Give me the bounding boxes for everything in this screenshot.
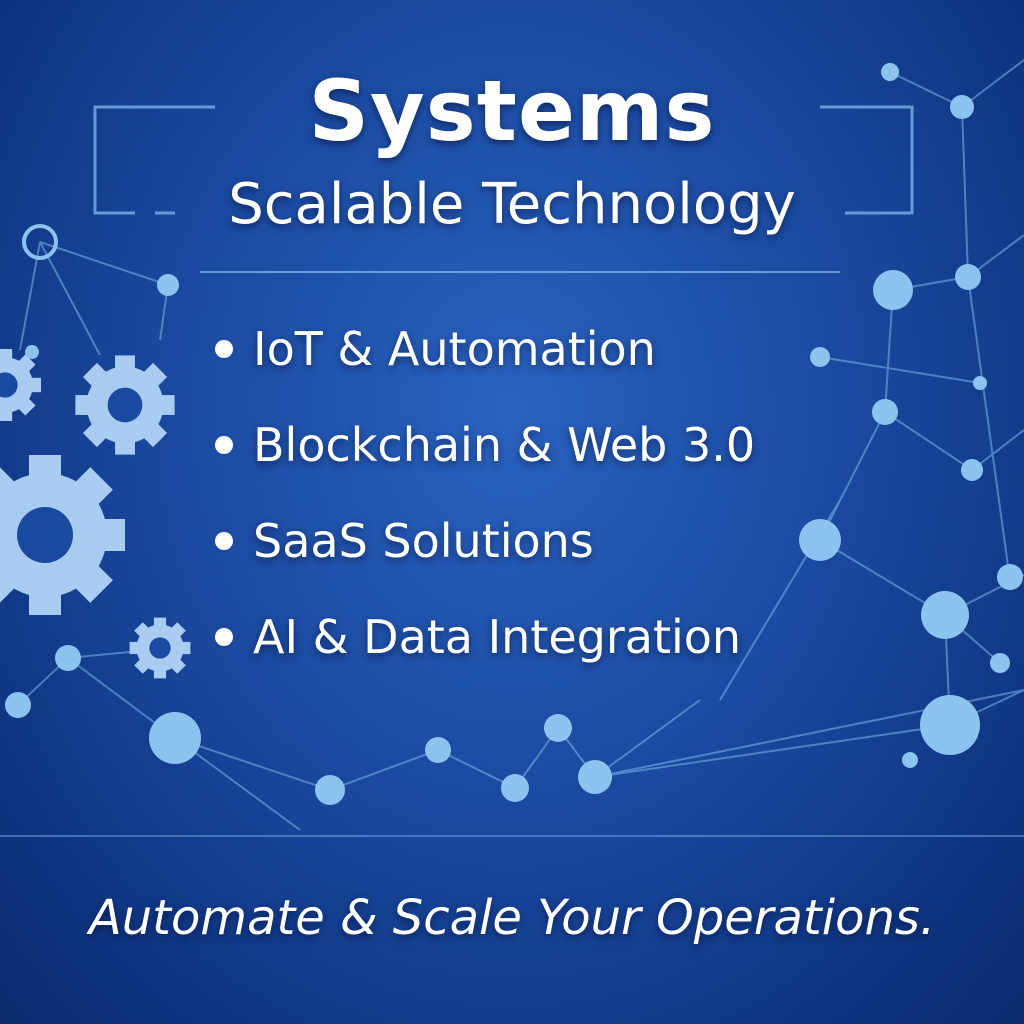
tagline: Automate & Scale Your Operations. — [88, 890, 936, 946]
bullet-icon — [215, 531, 233, 550]
list-item: SaaS Solutions — [215, 510, 755, 606]
page-title: Systems — [308, 62, 716, 160]
bullet-icon — [215, 435, 233, 454]
list-item-label: AI & Data Integration — [253, 610, 742, 664]
list-item: IoT & Automation — [215, 318, 755, 414]
list-item-label: IoT & Automation — [253, 322, 656, 376]
gear-icon-edge — [0, 334, 56, 436]
page-subtitle: Scalable Technology — [228, 172, 796, 237]
gear-icon-medium — [54, 334, 196, 476]
bullet-icon — [215, 627, 233, 646]
title-frame — [0, 105, 1024, 837]
list-item-label: SaaS Solutions — [253, 514, 594, 568]
list-item-label: Blockchain & Web 3.0 — [253, 418, 756, 472]
list-item: AI & Data Integration — [215, 606, 755, 702]
gear-icon-small — [117, 605, 203, 691]
bullet-icon — [215, 339, 233, 358]
list-item: Blockchain & Web 3.0 — [215, 414, 755, 510]
network-lines — [17, 59, 1024, 831]
feature-list: IoT & Automation Blockchain & Web 3.0 Sa… — [215, 318, 755, 702]
gear-icons — [0, 334, 203, 691]
network-nodes — [5, 63, 1023, 805]
gear-icon-large — [0, 421, 159, 649]
